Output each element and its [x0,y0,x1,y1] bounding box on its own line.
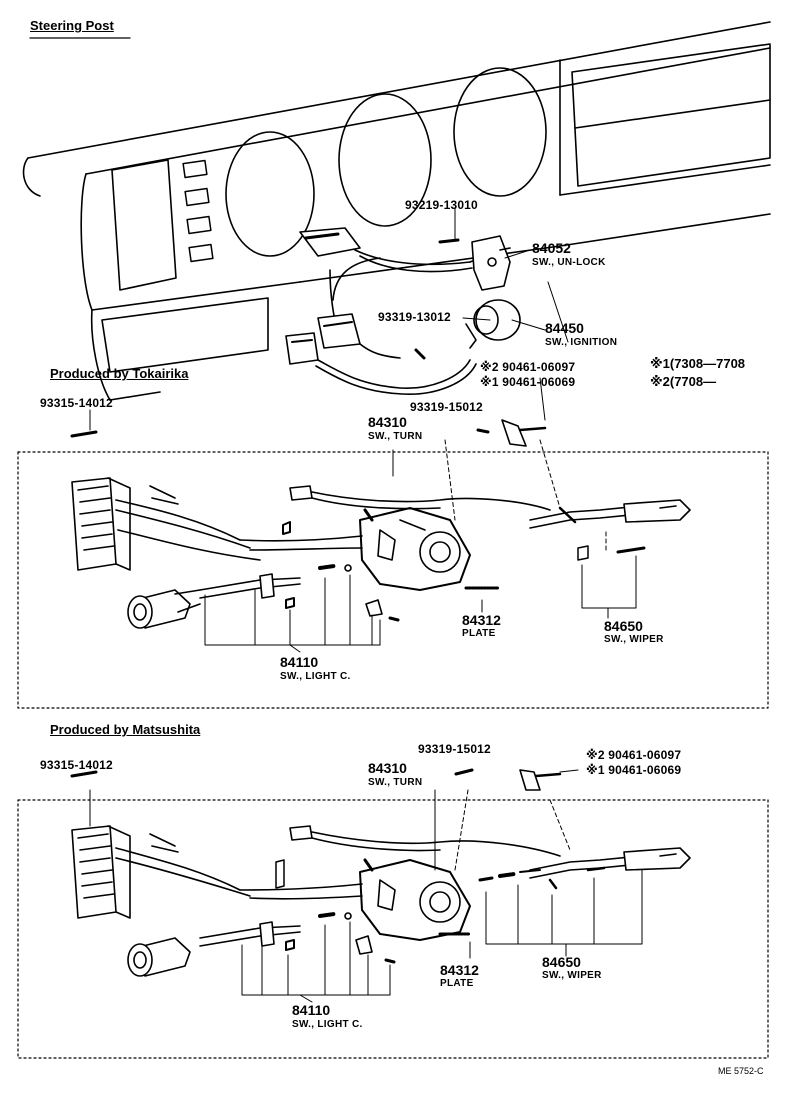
ms-part-93315-14012: 93315-14012 [40,758,113,772]
matsushita-assembly [71,825,691,977]
tk-part-93319-15012: 93319-15012 [410,400,483,414]
ms-part-84110-name: SW., LIGHT C. [292,1019,363,1030]
part-84052: 84052 [532,240,571,256]
ms-part-84310: 84310 [368,760,407,776]
page-title: Steering Post [30,18,114,33]
vent-panel [111,159,177,291]
ms-part-93319-15012: 93319-15012 [418,742,491,756]
tk-part-84110-name: SW., LIGHT C. [280,671,351,682]
top-leaders [454,208,569,343]
note-2: ※2(7708— [650,374,717,389]
section-title-tokairika: Produced by Tokairika [50,366,189,381]
tk-part-93315-14012: 93315-14012 [40,396,113,410]
tk-part-84110: 84110 [280,654,319,670]
ms-part-84312: 84312 [440,962,479,978]
instrument-window [571,43,771,187]
matsushita-leaders [89,789,643,1003]
tk-part-84310-name: SW., TURN [368,431,423,442]
tk-part-84310: 84310 [368,414,407,430]
ms-alt-2: ※2 90461-06097 [586,748,682,762]
gauge-dials [225,67,547,257]
part-84450: 84450 [545,320,584,336]
part-93219-13010: 93219-13010 [405,198,478,212]
part-84052-name: SW., UN-LOCK [532,257,606,268]
tokairika-assembly [71,477,691,629]
ms-part-84312-name: PLATE [440,978,474,989]
note-1: ※1(7308—7708 [650,356,746,371]
tk-part-84650: 84650 [604,618,643,634]
part-93319-13012: 93319-13012 [378,310,451,324]
tokairika-leaders [204,439,637,653]
switch-buttons [182,159,214,263]
ms-part-84310-name: SW., TURN [368,777,423,788]
top-alt-1: ※1 90461-06069 [480,375,576,389]
dashboard-outline [22,21,771,401]
section-title-matsushita: Produced by Matsushita [50,722,201,737]
ms-part-84650-name: SW., WIPER [542,970,602,981]
top-harness [285,227,486,395]
matsushita-top-parts [70,768,579,791]
unlock-switch [438,235,511,291]
top-alt-2: ※2 90461-06097 [480,360,576,374]
alt-screw-top [70,377,547,447]
part-84450-name: SW., IGNITION [545,337,618,348]
ms-part-84650: 84650 [542,954,581,970]
tk-part-84312-name: PLATE [462,628,496,639]
ms-part-84110: 84110 [292,1002,331,1018]
figure-code: ME 5752-C [718,1066,764,1076]
matsushita-box [17,799,769,1059]
ignition-switch [414,299,521,360]
tk-part-84650-name: SW., WIPER [604,634,664,645]
tk-part-84312: 84312 [462,612,501,628]
ms-alt-1: ※1 90461-06069 [586,763,682,777]
